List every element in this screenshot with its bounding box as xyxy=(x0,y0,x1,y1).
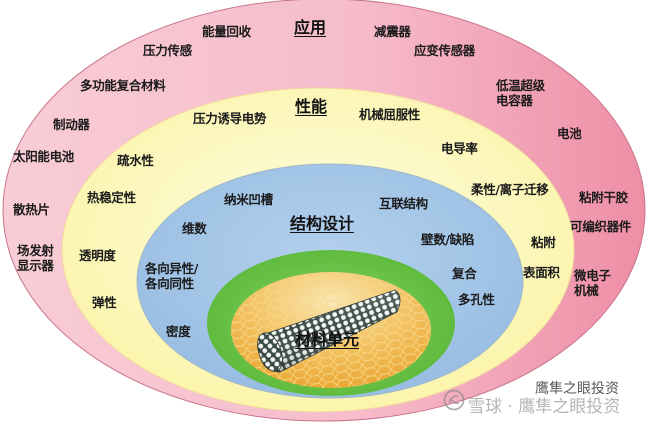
watermark-text-bottom: 雪球 · 鹰隼之眼投资 xyxy=(468,397,621,417)
structure-item: 互联结构 xyxy=(379,196,428,211)
application-item: 电池 xyxy=(557,126,582,141)
structure-item: 纳米凹槽 xyxy=(224,192,273,207)
application-item: 多功能复合材料 xyxy=(80,78,166,93)
application-item: 粘附干胶 xyxy=(579,190,628,205)
application-item: 能量回收 xyxy=(202,24,251,39)
material-title: 材料单元 xyxy=(295,330,360,349)
performance-item: 表面积 xyxy=(523,265,560,280)
performance-item: 粘附 xyxy=(531,235,556,250)
structure-item: 多孔性 xyxy=(458,292,495,307)
application-item: 压力传感 xyxy=(143,43,192,58)
application-item: 减震器 xyxy=(374,24,411,39)
structure-item: 密度 xyxy=(166,324,191,339)
application-item: 可编织器件 xyxy=(570,219,632,234)
performance-item: 透明度 xyxy=(79,248,116,263)
application-item: 太阳能电池 xyxy=(13,149,75,164)
structure-item: 壁数/缺陷 xyxy=(421,232,475,247)
carbon-nanotube-icon xyxy=(257,289,401,373)
performance-item: 电导率 xyxy=(441,141,478,156)
structure-title: 结构设计 xyxy=(290,214,355,233)
performance-item: 疏水性 xyxy=(117,153,154,168)
application-title: 应用 xyxy=(294,18,327,37)
application-item: 制动器 xyxy=(53,117,90,132)
watermark-text-top: 鹰隼之眼投资 xyxy=(535,381,619,397)
performance-item: 机械屈服性 xyxy=(359,107,421,122)
structure-item: 维数 xyxy=(182,221,207,236)
application-item: 微电子 机械 xyxy=(574,268,611,298)
structure-item: 各向异性/ 各向同性 xyxy=(145,261,199,291)
performance-item: 热稳定性 xyxy=(87,190,136,205)
performance-item: 压力诱导电势 xyxy=(193,111,267,126)
application-item: 低温超级 电容器 xyxy=(496,78,545,108)
performance-title: 性能 xyxy=(295,97,328,116)
structure-item: 复合 xyxy=(452,266,477,281)
application-item: 场发射 显示器 xyxy=(17,243,54,273)
performance-item: 柔性/离子迁移 xyxy=(471,182,549,197)
performance-item: 弹性 xyxy=(92,295,117,310)
xueqiu-logo-icon xyxy=(443,389,465,411)
application-item: 应变传感器 xyxy=(414,43,476,58)
application-item: 散热片 xyxy=(13,202,50,217)
